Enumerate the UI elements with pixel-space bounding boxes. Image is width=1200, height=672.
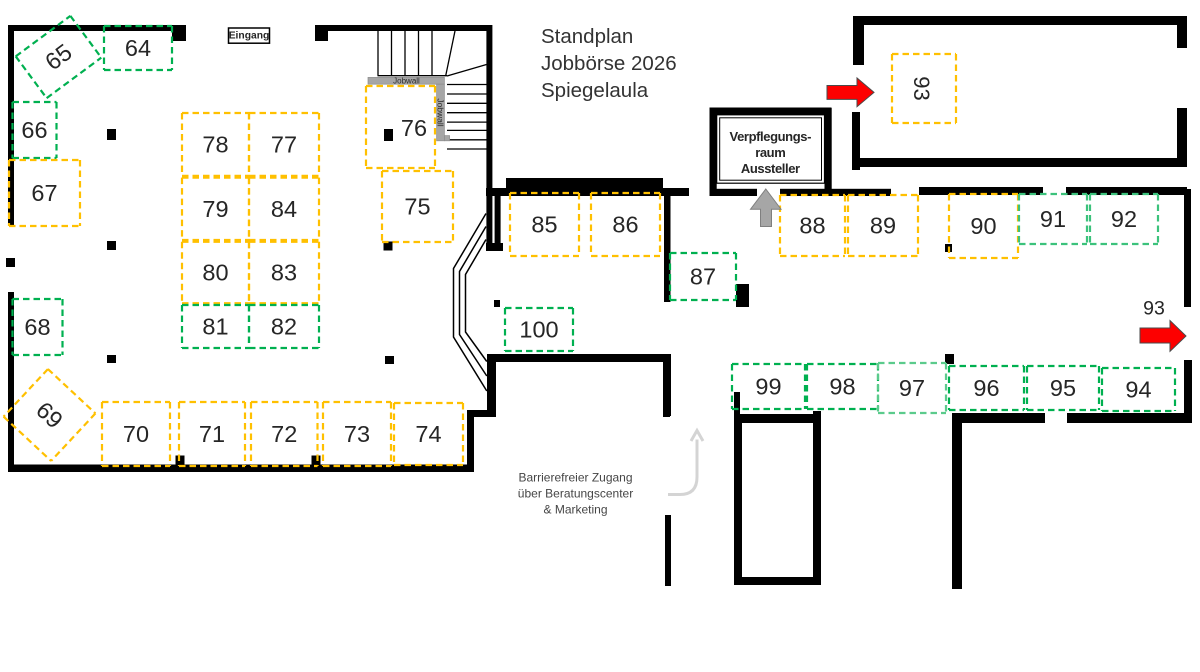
svg-text:98: 98 <box>829 374 855 400</box>
svg-text:& Marketing: & Marketing <box>543 503 607 517</box>
svg-text:85: 85 <box>531 212 557 238</box>
svg-text:93: 93 <box>909 76 934 100</box>
svg-text:92: 92 <box>1111 206 1137 232</box>
svg-text:Standplan: Standplan <box>541 25 633 48</box>
svg-text:68: 68 <box>24 314 50 340</box>
svg-text:95: 95 <box>1050 375 1076 401</box>
svg-text:Jobwall: Jobwall <box>435 98 445 126</box>
svg-text:66: 66 <box>21 117 47 143</box>
svg-text:100: 100 <box>519 317 558 343</box>
svg-text:Spiegelaula: Spiegelaula <box>541 79 649 102</box>
svg-text:78: 78 <box>202 131 228 157</box>
svg-text:94: 94 <box>1125 377 1151 403</box>
svg-text:72: 72 <box>271 421 297 447</box>
svg-text:75: 75 <box>404 194 430 220</box>
svg-text:87: 87 <box>690 264 716 290</box>
svg-text:Jobbörse 2026: Jobbörse 2026 <box>541 52 677 75</box>
svg-text:88: 88 <box>799 213 825 239</box>
svg-text:83: 83 <box>271 260 297 286</box>
svg-text:Verpflegungs-: Verpflegungs- <box>730 129 812 144</box>
svg-text:64: 64 <box>125 35 151 61</box>
svg-text:67: 67 <box>31 180 57 206</box>
svg-text:77: 77 <box>271 131 297 157</box>
svg-text:81: 81 <box>202 314 228 340</box>
svg-text:84: 84 <box>271 196 297 222</box>
svg-text:89: 89 <box>870 213 896 239</box>
svg-text:76: 76 <box>401 115 427 141</box>
svg-text:raum: raum <box>755 145 785 160</box>
svg-text:93: 93 <box>1143 298 1165 320</box>
svg-text:99: 99 <box>755 374 781 400</box>
svg-text:80: 80 <box>202 260 228 286</box>
svg-text:Eingang: Eingang <box>229 31 270 42</box>
svg-text:Jobwall: Jobwall <box>393 77 420 86</box>
svg-text:90: 90 <box>970 213 996 239</box>
svg-text:79: 79 <box>202 196 228 222</box>
svg-text:70: 70 <box>123 421 149 447</box>
svg-text:86: 86 <box>612 212 638 238</box>
svg-text:Aussteller: Aussteller <box>741 161 800 176</box>
svg-text:82: 82 <box>271 314 297 340</box>
svg-text:über Beratungscenter: über Beratungscenter <box>518 487 633 501</box>
svg-text:71: 71 <box>199 421 225 447</box>
svg-text:97: 97 <box>899 375 925 401</box>
svg-text:Barrierefreier Zugang: Barrierefreier Zugang <box>518 471 632 485</box>
svg-text:91: 91 <box>1040 206 1066 232</box>
svg-text:74: 74 <box>415 421 441 447</box>
svg-text:96: 96 <box>973 375 999 401</box>
svg-text:73: 73 <box>344 421 370 447</box>
